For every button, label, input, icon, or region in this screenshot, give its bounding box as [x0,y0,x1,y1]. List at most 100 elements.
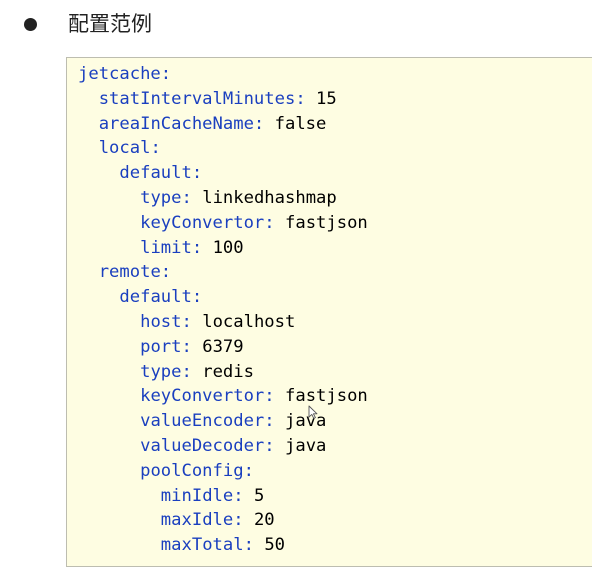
code-space [192,312,202,332]
code-line: host: localhost [78,310,592,335]
yaml-colon: : [181,361,192,382]
yaml-key: remote [98,262,161,283]
yaml-value: java [285,435,327,456]
code-space [244,510,254,530]
yaml-value: 100 [212,237,244,258]
yaml-value: 50 [264,535,286,556]
yaml-key: valueDecoder [140,435,265,456]
code-line: port: 6379 [78,335,592,360]
code-space [192,188,202,208]
code-indent [78,337,140,357]
yaml-value: fastjson [285,386,368,407]
code-indent [78,238,140,258]
yaml-key: maxIdle [160,510,234,531]
yaml-colon: : [181,336,192,357]
yaml-key: areaInCacheName [98,113,254,134]
code-indent [78,510,161,530]
code-line: limit: 100 [78,236,592,261]
code-space [306,89,316,109]
yaml-colon: : [191,237,203,258]
yaml-value: 15 [316,88,337,109]
code-space [275,386,285,406]
code-line: areaInCacheName: false [78,112,592,137]
yaml-colon: : [150,138,161,159]
yaml-key: poolConfig [140,460,244,481]
yaml-key: minIdle [160,485,234,506]
yaml-key: local [98,138,151,159]
yaml-value: false [274,113,327,134]
yaml-colon: : [160,64,172,84]
yaml-key: limit [140,237,192,258]
code-line: statIntervalMinutes: 15 [78,87,592,112]
code-line: local: [78,136,592,161]
yaml-key: valueEncoder [140,411,265,432]
code-line: jetcache: [78,62,592,87]
code-line: poolConfig: [78,459,592,484]
code-space [254,535,264,555]
yaml-key: host [140,311,182,332]
code-block: jetcache: statIntervalMinutes: 15 areaIn… [66,57,592,567]
yaml-value: 5 [253,485,265,506]
yaml-colon: : [160,262,172,283]
code-indent [78,486,161,506]
section-heading: 配置范例 [68,12,152,36]
bullet-icon [24,18,37,31]
code-space [244,486,254,506]
yaml-key: keyConvertor [140,212,265,233]
yaml-colon: : [233,510,244,531]
code-indent [78,188,140,208]
code-indent [78,436,140,456]
yaml-key: port [140,336,182,357]
code-line: type: redis [78,360,592,385]
yaml-colon: : [264,435,275,456]
code-line: maxIdle: 20 [78,508,592,533]
yaml-colon: : [253,113,265,134]
code-indent [78,461,140,481]
code-space [202,238,212,258]
code-indent [78,362,140,382]
code-line: keyConvertor: fastjson [78,384,592,409]
yaml-value: redis [202,361,254,382]
code-space [275,436,285,456]
yaml-value: linkedhashmap [202,187,337,208]
yaml-colon: : [243,535,254,556]
yaml-value: java [285,411,327,432]
yaml-colon: : [191,287,203,308]
yaml-colon: : [191,163,203,184]
code-indent [78,386,140,406]
yaml-key: default [119,163,192,184]
code-line: valueEncoder: java [78,409,592,434]
code-line: default: [78,285,592,310]
yaml-colon: : [181,187,192,208]
code-space [275,213,285,233]
code-line: keyConvertor: fastjson [78,211,592,236]
yaml-colon: : [233,485,244,506]
yaml-colon: : [264,212,275,233]
code-line: type: linkedhashmap [78,186,592,211]
yaml-colon: : [295,88,306,109]
yaml-value: 20 [253,510,275,531]
yaml-key: type [140,361,182,382]
code-space [264,114,274,134]
yaml-key: default [119,287,192,308]
code-line: minIdle: 5 [78,484,592,509]
code-line: remote: [78,260,592,285]
yaml-value: 6379 [202,336,244,357]
yaml-value: localhost [202,311,296,332]
yaml-colon: : [264,411,275,432]
code-indent [78,312,140,332]
code-space [192,337,202,357]
yaml-key: maxTotal [160,535,244,556]
code-indent [78,114,99,134]
code-line: default: [78,161,592,186]
code-line: valueDecoder: java [78,434,592,459]
yaml-value: fastjson [285,212,368,233]
code-indent [78,89,99,109]
mouse-cursor-icon [308,405,318,419]
code-indent [78,287,119,307]
code-space [275,411,285,431]
yaml-key: keyConvertor [140,386,265,407]
code-indent [78,138,99,158]
code-indent [78,213,140,233]
yaml-colon: : [243,460,254,481]
